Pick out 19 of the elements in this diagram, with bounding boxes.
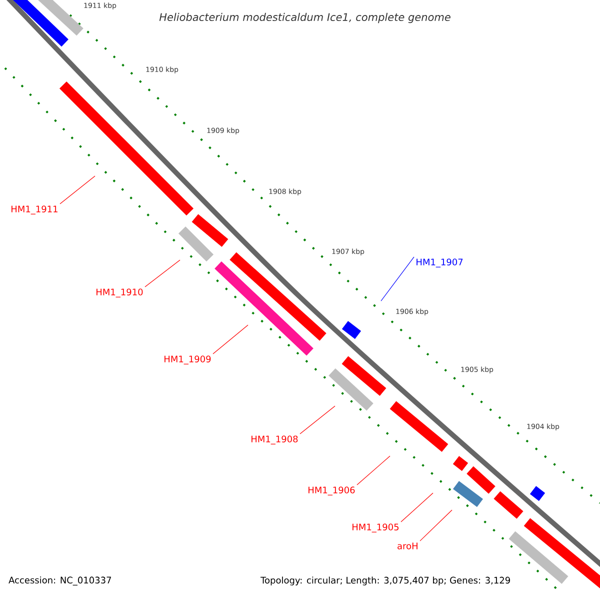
leader-line [380, 256, 414, 302]
leader-line [60, 176, 96, 204]
gene-label: HM1_1911 [12, 206, 58, 214]
accession-text: Accession: NC_010337 [8, 576, 111, 586]
info-text: Topology: circular; Length: 3,075,407 bp; Genes: 3,129 [260, 576, 510, 586]
leader-line [356, 456, 390, 486]
gene-label: HM1_1909 [164, 356, 211, 364]
leader-line [400, 492, 434, 522]
gene-label: HM1_1910 [96, 288, 143, 298]
gene-label: HM1_1907 [416, 258, 463, 268]
title: Heliobacterium modesticaldum Ice1, complete genome [159, 12, 450, 24]
gene-label: HM1_1905 [352, 524, 398, 532]
leader-line [212, 324, 248, 354]
leader-line [300, 406, 336, 434]
gene-label: aroH [398, 542, 418, 550]
gene-label: HM1_1906 [308, 486, 355, 496]
leader-line [144, 260, 180, 288]
leader-line [420, 510, 452, 542]
gene-label: HM1_1908 [252, 436, 298, 444]
